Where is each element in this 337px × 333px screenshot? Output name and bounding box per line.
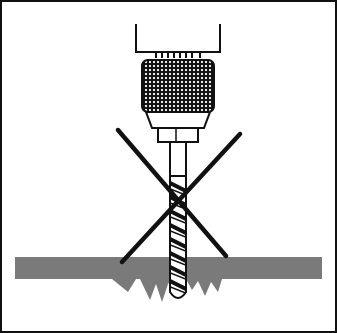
drill-housing: [135, 24, 221, 58]
cross-out-icon: [115, 127, 243, 265]
drill-bit: [169, 141, 187, 299]
drill-chuck: [141, 59, 215, 143]
work-surface: [15, 257, 322, 302]
